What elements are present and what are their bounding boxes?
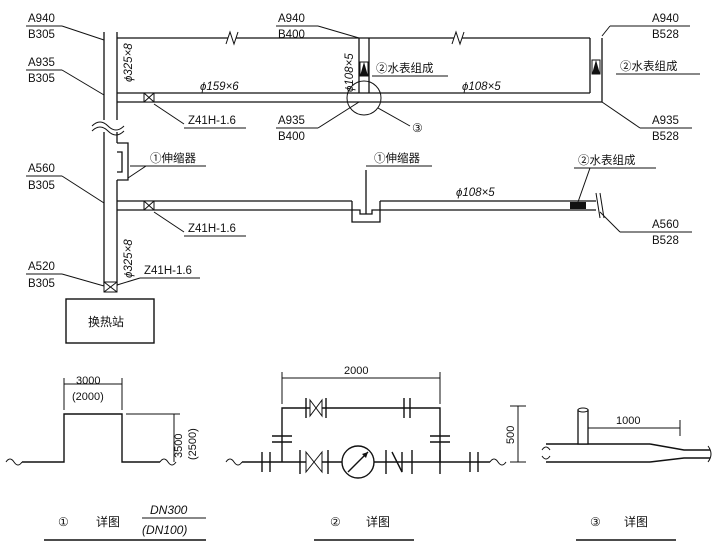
gate-valve-lower <box>143 200 155 211</box>
d3-length: 1000 <box>616 415 640 427</box>
left-callouts: A940 B305 A935 B305 A560 B305 A520 B305 <box>26 13 105 290</box>
label-a520-left: A520 <box>28 261 55 273</box>
label-a560-left: A560 <box>28 163 55 175</box>
detail-3-reducer: 1000 <box>541 407 712 463</box>
label-a560-right: A560 <box>652 219 679 231</box>
detail-2-meter-assembly: 2000 500 <box>225 365 526 479</box>
d1-width-alt: (2000) <box>72 391 104 403</box>
label-b305-left1: B305 <box>28 29 55 41</box>
label-b528-right2: B528 <box>652 131 679 143</box>
label-expansion-left: ①伸缩器 <box>150 151 196 165</box>
heat-exchange-station: 换热站 <box>65 298 155 344</box>
label-b305-left3: B305 <box>28 180 55 192</box>
detail-3-marker: ③ <box>412 121 423 135</box>
label-a940-mid: A940 <box>278 13 305 25</box>
label-pipe-108-top: ϕ108×5 <box>462 81 501 93</box>
main-vertical-pipe <box>91 32 129 286</box>
water-meter-right-bottom <box>570 202 586 209</box>
d2-caption-num: ② <box>330 515 341 529</box>
d1-frac-bottom: (DN100) <box>142 523 187 537</box>
label-a935-mid: A935 <box>278 115 305 127</box>
label-a935-right: A935 <box>652 115 679 127</box>
d1-caption-num: ① <box>58 515 69 529</box>
detail-3-circle <box>346 80 382 116</box>
d1-width: 3000 <box>76 375 100 387</box>
d3-caption-text: 详图 <box>624 514 648 529</box>
label-b528-right1: B528 <box>652 29 679 41</box>
station-label: 换热站 <box>88 315 124 329</box>
d3-caption-num: ③ <box>590 515 601 529</box>
d2-caption-text: 详图 <box>366 514 390 529</box>
label-pipe-325-upper: ϕ325×8 <box>123 43 135 82</box>
label-valve-3: Z41H-1.6 <box>144 265 192 277</box>
label-meter-mid: ②水表组成 <box>376 61 434 75</box>
label-pipe-108-bottom: ϕ108×5 <box>456 187 495 199</box>
top-horizontal-pipe <box>117 30 603 103</box>
label-a940-left: A940 <box>28 13 55 25</box>
d1-frac-top: DN300 <box>150 503 188 517</box>
label-pipe-108-vertical: ϕ108×5 <box>344 53 356 92</box>
label-a935-left: A935 <box>28 57 55 69</box>
lower-horizontal-pipe <box>117 170 605 223</box>
gate-valve-bottom <box>103 281 118 293</box>
label-valve-2: Z41H-1.6 <box>188 223 236 235</box>
label-b305-left2: B305 <box>28 73 55 85</box>
label-expansion-mid: ①伸缩器 <box>374 151 420 165</box>
gate-valve-top <box>143 92 155 103</box>
d2-width: 2000 <box>344 365 368 377</box>
label-pipe-159: ϕ159×6 <box>200 81 239 93</box>
water-meter-mid <box>359 61 369 77</box>
label-a940-right: A940 <box>652 13 679 25</box>
label-b400-mid2: B400 <box>278 131 305 143</box>
d1-height-alt: (2500) <box>187 428 199 460</box>
label-b305-left4: B305 <box>28 278 55 290</box>
label-b528-right3: B528 <box>652 235 679 247</box>
label-meter-right-top: ②水表组成 <box>620 59 678 73</box>
water-meter-right-top <box>591 59 601 75</box>
label-meter-right-bottom: ②水表组成 <box>578 153 636 167</box>
d1-height: 3500 <box>173 434 185 458</box>
d1-caption-text: 详图 <box>96 514 120 529</box>
label-valve-1: Z41H-1.6 <box>188 115 236 127</box>
detail-1-expansion-joint: 3000 (2000) 3500 (2500) <box>5 375 199 466</box>
d2-height: 500 <box>505 426 517 444</box>
label-b400-mid: B400 <box>278 29 305 41</box>
label-pipe-325-lower: ϕ325×8 <box>123 239 135 278</box>
